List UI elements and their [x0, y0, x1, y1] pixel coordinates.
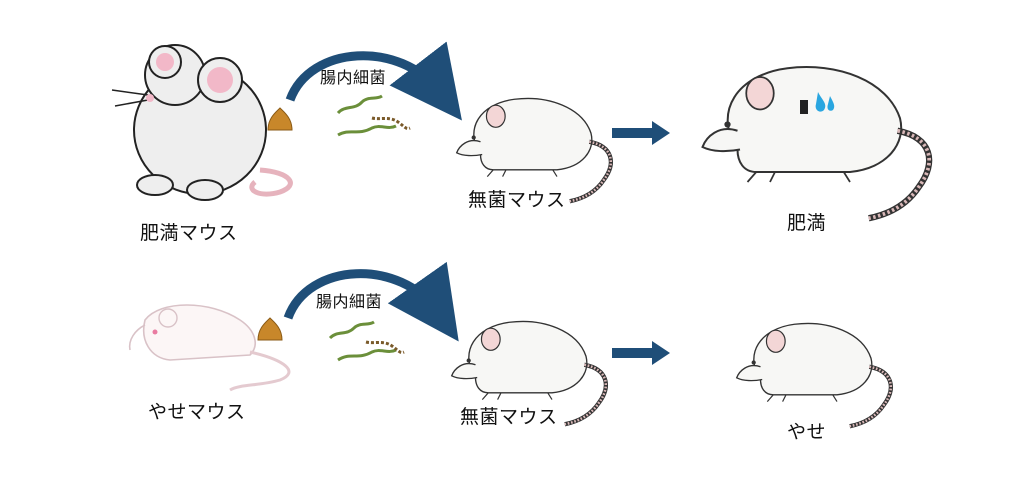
feces-icon — [267, 107, 293, 131]
result-label: 肥満 — [787, 212, 827, 234]
bacteria-label: 腸内細菌 — [320, 68, 387, 87]
obese-result-mouse-icon — [703, 67, 930, 218]
sweat-drop-icon — [800, 92, 835, 114]
lean-result-mouse-icon — [737, 323, 891, 426]
transfer-arrow-curve — [283, 261, 459, 342]
result-arrow-icon — [612, 121, 670, 145]
bacteria-icon — [328, 320, 405, 362]
recipient-label: 無菌マウス — [460, 406, 558, 428]
feces-icon — [257, 317, 283, 341]
result-arrow-icon — [612, 341, 670, 365]
bacteria-icon — [336, 94, 411, 137]
donor-label: やせマウス — [148, 401, 246, 423]
bacteria-label: 腸内細菌 — [316, 292, 383, 311]
result-label: やせ — [787, 421, 827, 443]
lean-mouse-icon — [128, 304, 291, 392]
obese-mouse-icon — [111, 44, 293, 201]
recipient-label: 無菌マウス — [468, 189, 566, 211]
donor-label: 肥満マウス — [140, 222, 238, 244]
transfer-arrow-curve — [285, 41, 462, 121]
